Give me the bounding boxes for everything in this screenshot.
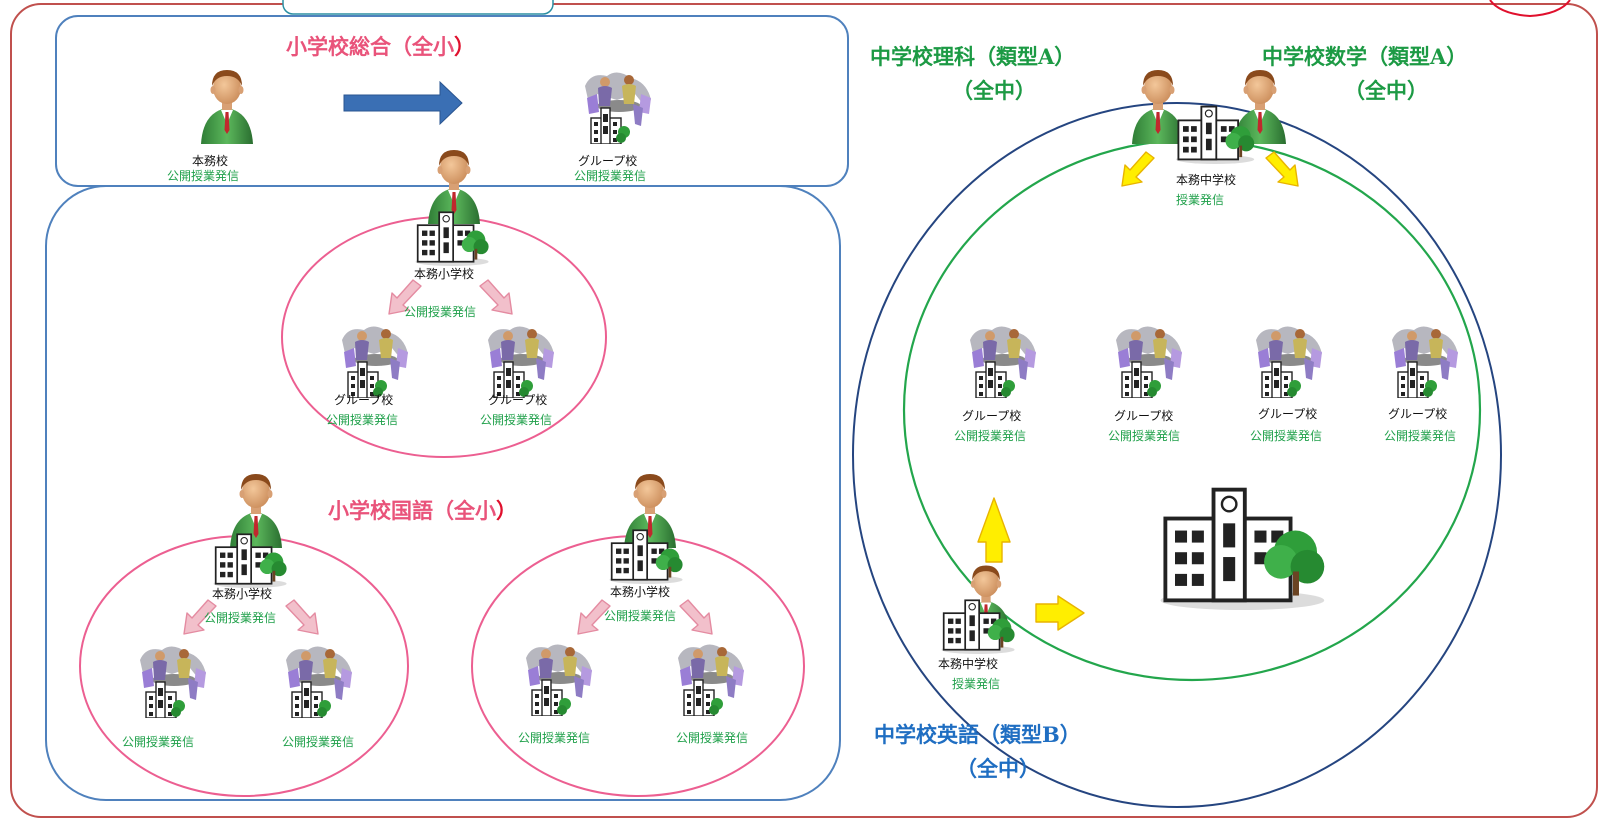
title-elementary-japanese: 小学校国語（全小） xyxy=(328,498,517,523)
label-open-class: 公開授業発信 xyxy=(167,168,239,183)
label-main-jh: 本務中学校 xyxy=(938,656,998,671)
group-icon xyxy=(525,643,593,716)
title-jh-english-2: （全中） xyxy=(956,756,1040,781)
label-open-class: 公開授業発信 xyxy=(1108,428,1180,443)
label-main-elementary: 本務小学校 xyxy=(212,586,272,601)
label-open-class: 公開授業発信 xyxy=(480,412,552,427)
header-tab xyxy=(282,0,554,15)
label-open-class: 公開授業発信 xyxy=(1384,428,1456,443)
corner-mark xyxy=(1489,0,1571,18)
elementary-japanese-box xyxy=(45,185,841,801)
label-open-class: 公開授業発信 xyxy=(518,730,590,745)
label-open-class: 公開授業発信 xyxy=(404,304,476,319)
broadcast-arrow xyxy=(343,80,463,126)
group-icon xyxy=(1115,325,1183,398)
label-main-elementary: 本務小学校 xyxy=(414,266,474,281)
label-open-class: 公開授業発信 xyxy=(1250,428,1322,443)
label-open-class: 公開授業発信 xyxy=(204,610,276,625)
label-main-school: 本務校 xyxy=(192,153,228,168)
group-icon xyxy=(584,71,652,144)
group-icon xyxy=(1391,325,1459,398)
label-group-school: グループ校 xyxy=(578,153,637,168)
title-jh-math-1: 中学校数学（類型A） xyxy=(1262,44,1467,69)
group-icon xyxy=(1255,325,1323,398)
label-open-class: 公開授業発信 xyxy=(574,168,646,183)
arrow-pink-icon xyxy=(679,599,713,635)
label-open-class: 公開授業発信 xyxy=(676,730,748,745)
teacher-icon xyxy=(624,474,676,548)
group-icon xyxy=(677,643,745,716)
label-open-class: 公開授業発信 xyxy=(282,734,354,749)
title-elementary-general: 小学校総合（全小） xyxy=(286,34,475,59)
label-group-school: グループ校 xyxy=(1114,408,1173,423)
title-jh-science-2: （全中） xyxy=(952,78,1036,103)
label-open-class: 公開授業発信 xyxy=(326,412,398,427)
label-group-school: グループ校 xyxy=(488,392,547,407)
label-open-class: 公開授業発信 xyxy=(954,428,1026,443)
school-building-icon xyxy=(1161,490,1325,610)
label-group-school: グループ校 xyxy=(1258,406,1317,421)
label-group-school: グループ校 xyxy=(334,392,393,407)
school-icon xyxy=(1175,105,1256,164)
arrow-yellow-icon xyxy=(1121,151,1155,187)
title-jh-science-1: 中学校理科（類型A） xyxy=(870,44,1075,69)
arrow-pink-icon xyxy=(479,279,513,315)
arrow-yellow-icon xyxy=(1035,595,1085,631)
group-icon xyxy=(969,325,1037,398)
arrow-yellow-icon xyxy=(977,497,1011,563)
arrow-pink-icon xyxy=(285,599,319,635)
label-class-broadcast: 授業発信 xyxy=(1176,192,1224,207)
group-icon xyxy=(487,325,555,398)
title-jh-math-2: （全中） xyxy=(1344,78,1428,103)
label-group-school: グループ校 xyxy=(962,408,1021,423)
label-group-school: グループ校 xyxy=(1388,406,1447,421)
group-icon xyxy=(341,325,409,398)
label-open-class: 公開授業発信 xyxy=(604,608,676,623)
jh-outer-circle xyxy=(852,102,1502,808)
label-class-broadcast: 授業発信 xyxy=(952,676,1000,691)
title-jh-english-1: 中学校英語（類型B） xyxy=(874,722,1081,747)
label-main-jh: 本務中学校 xyxy=(1176,172,1236,187)
teacher-icon xyxy=(1132,70,1184,144)
outer-frame xyxy=(10,3,1598,818)
teacher-icon xyxy=(201,70,253,144)
label-open-class: 公開授業発信 xyxy=(122,734,194,749)
school-icon xyxy=(940,599,1016,654)
group-icon xyxy=(285,645,353,718)
label-main-elementary: 本務小学校 xyxy=(610,584,670,599)
group-icon xyxy=(139,645,207,718)
